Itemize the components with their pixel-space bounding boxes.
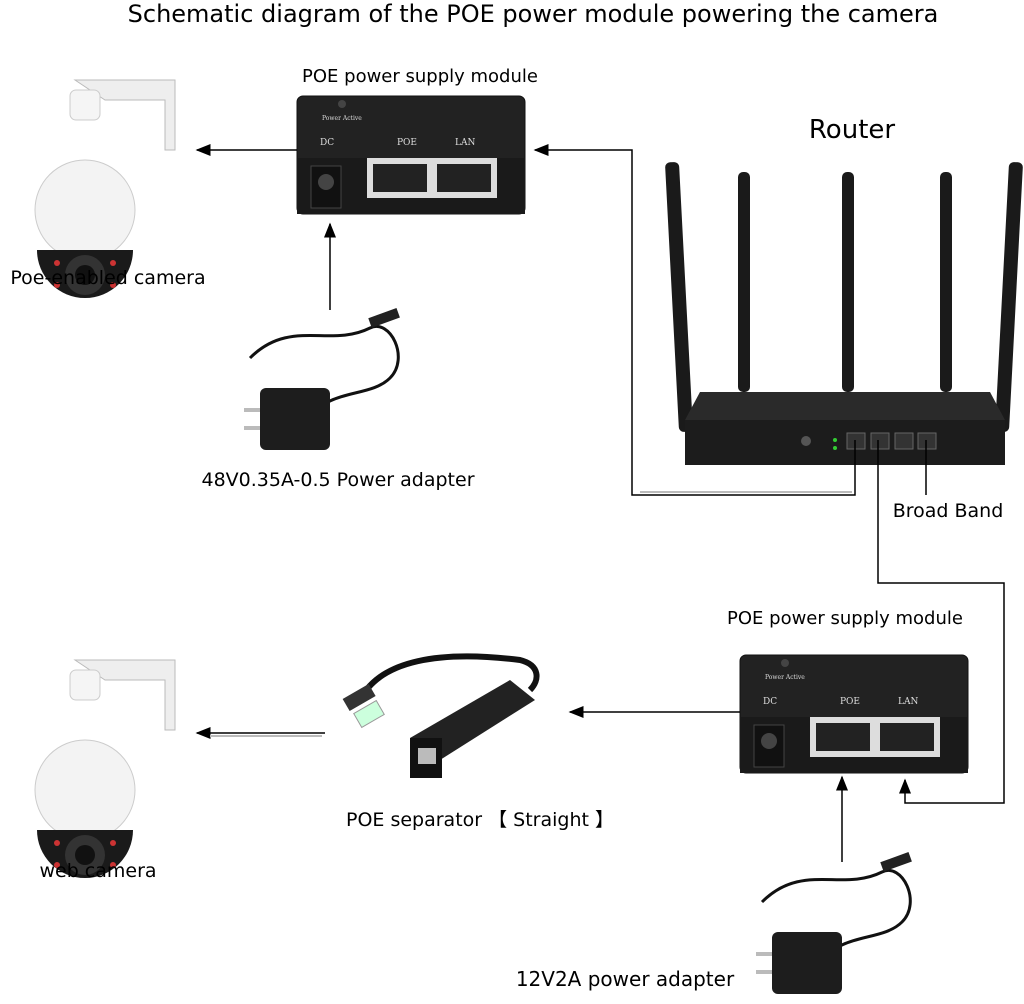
adapter-12v-image <box>754 850 914 996</box>
module-marking-power: Power Active <box>322 115 362 122</box>
poe-separator-image <box>342 653 540 778</box>
router-image <box>665 162 1023 465</box>
label-adapter-12v: 12V2A power adapter <box>515 967 735 991</box>
poe-camera-image <box>34 79 176 299</box>
diagram-title: Schematic diagram of the POE power modul… <box>127 0 939 28</box>
module-marking-lan: LAN <box>455 138 475 148</box>
label-web-camera: web camera <box>39 860 157 882</box>
label-poe-module-top: POE power supply module <box>302 66 538 87</box>
module-marking-poe-2: POE <box>840 697 860 707</box>
adapter-48v-image <box>242 306 402 452</box>
web-camera-image <box>34 659 176 879</box>
label-separator: POE separator 【 Straight 】 <box>345 809 615 831</box>
line-router-to-top-module <box>533 144 856 496</box>
label-adapter-48v: 48V0.35A-0.5 Power adapter <box>201 469 475 491</box>
poe-module-top-image <box>296 95 526 215</box>
module-marking-power-2: Power Active <box>765 674 805 681</box>
line-router-to-bottom-module <box>877 440 1005 804</box>
label-router: Router <box>808 115 896 145</box>
module-marking-dc: DC <box>320 138 334 148</box>
module-marking-poe: POE <box>397 138 417 148</box>
poe-module-bottom-image <box>739 654 969 774</box>
module-marking-lan-2: LAN <box>898 697 918 707</box>
label-broad-band: Broad Band <box>892 500 1004 522</box>
label-poe-module-bottom: POE power supply module <box>727 608 963 629</box>
label-poe-camera: Poe-enabled camera <box>10 267 206 289</box>
module-marking-dc-2: DC <box>763 697 777 707</box>
